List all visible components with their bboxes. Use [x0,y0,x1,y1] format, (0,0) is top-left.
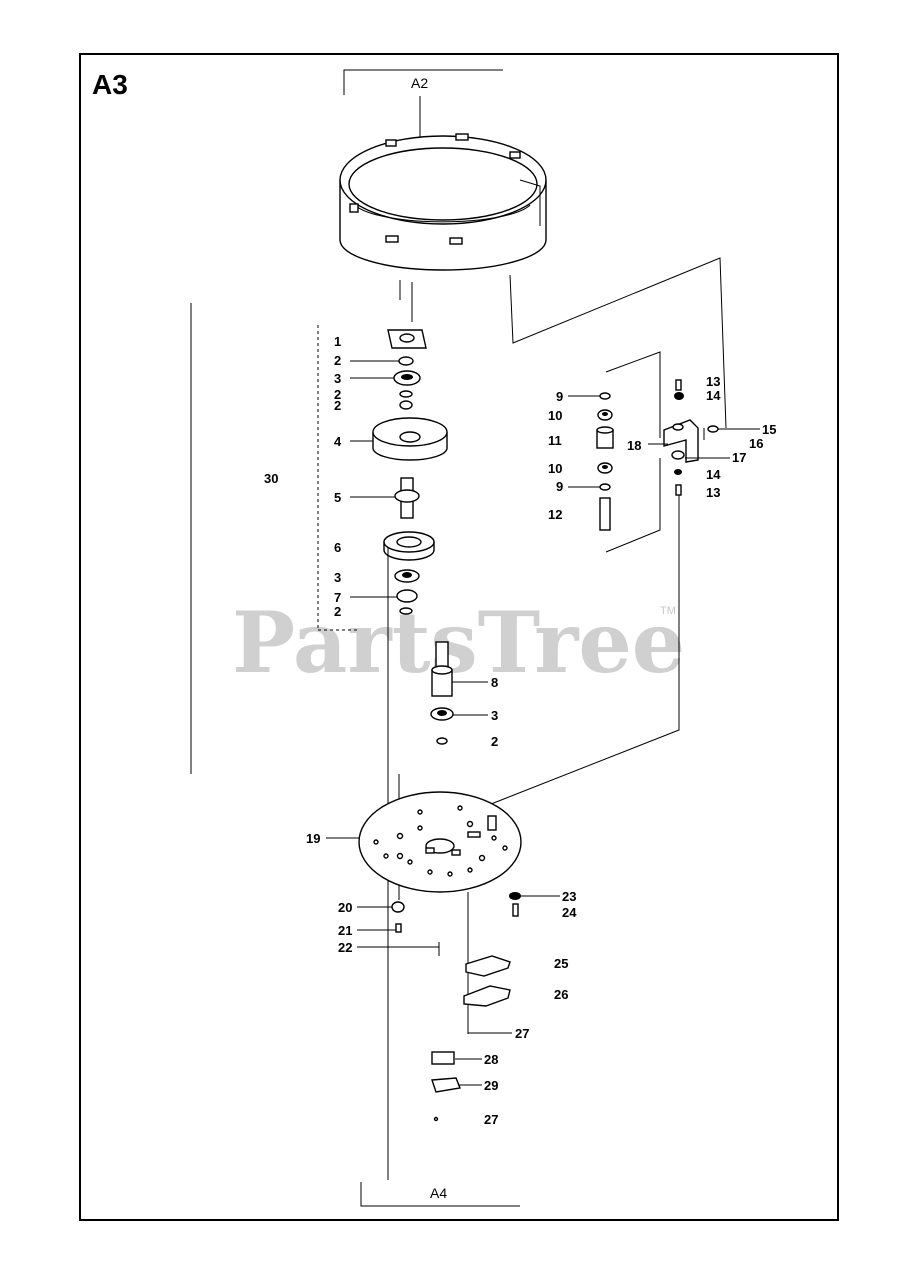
section-label: A3 [92,69,128,100]
callout-26[interactable]: 26 [554,987,568,1002]
bearing-part-10a [597,409,613,421]
callout-30[interactable]: 30 [264,471,278,486]
right-assembly-bracket [605,351,661,553]
screw-part-27b [433,1116,439,1122]
callout-27b[interactable]: 27 [484,1112,498,1127]
callout-11[interactable]: 11 [548,433,562,448]
callout-3a[interactable]: 3 [334,371,341,386]
ref-bracket-bottom [360,1182,520,1207]
ref-label-a2[interactable]: A2 [411,75,428,91]
callout-2c[interactable]: 2 [334,398,341,413]
blade-part-26 [463,985,511,1007]
callout-16[interactable]: 16 [749,436,763,451]
washer-part-15 [707,425,719,433]
callout-18[interactable]: 18 [627,438,641,453]
plate-part-19 [358,791,522,893]
callout-23[interactable]: 23 [562,889,576,904]
callout-14a[interactable]: 14 [706,388,721,403]
callout-21[interactable]: 21 [338,923,352,938]
washer-part-23 [509,892,521,900]
kit-dashed-bracket [317,325,360,631]
bearing-part-3b [394,569,420,583]
blade-part-25 [465,955,511,977]
link-line-drum [509,257,727,429]
housing-drum [339,133,547,322]
bushing-part-17 [671,450,685,460]
ring-part-2a [398,356,414,366]
tensioner-arm-part-18 [663,419,699,463]
diagram-frame [79,53,839,1221]
nut-part-14a [674,392,684,400]
callout-29[interactable]: 29 [484,1078,498,1093]
callout-1[interactable]: 1 [334,334,341,349]
ring-part-2b [399,390,413,398]
callout-2e[interactable]: 2 [491,734,498,749]
callout-27a[interactable]: 27 [515,1026,529,1041]
bolt-part-13b [675,484,682,496]
callout-7[interactable]: 7 [334,590,341,605]
callout-14b[interactable]: 14 [706,467,721,482]
pulley-part-4 [372,417,448,461]
ring-part-2d [399,607,413,615]
callout-13b[interactable]: 13 [706,485,720,500]
callout-8[interactable]: 8 [491,675,498,690]
hub-part-6 [383,531,435,561]
ref-label-a4[interactable]: A4 [430,1185,447,1201]
screw-part-24 [512,903,519,917]
shaft-part-5 [394,477,420,519]
ring-part-2e [436,737,448,745]
callout-3c[interactable]: 3 [491,708,498,723]
watermark-text: PartsTree [232,593,685,692]
knife-part-29 [431,1077,461,1093]
flange-part-1 [387,329,427,349]
knife-part-28 [431,1051,455,1065]
callout-15[interactable]: 15 [762,422,776,437]
callout-28[interactable]: 28 [484,1052,498,1067]
watermark-tm: TM [660,605,676,617]
callout-4[interactable]: 4 [334,434,342,449]
callout-10b[interactable]: 10 [548,461,562,476]
nut-part-14b [674,469,682,475]
callout-9a[interactable]: 9 [556,389,563,404]
callout-20[interactable]: 20 [338,900,352,915]
callout-5[interactable]: 5 [334,490,341,505]
link-line-plate [485,495,680,807]
bearing-part-10b [597,462,613,474]
ring-part-2c [399,400,413,410]
screw-part-21 [395,923,402,933]
clip-part-9b [599,483,611,491]
callout-2a[interactable]: 2 [334,353,341,368]
spacer-part-11 [596,426,614,449]
bearing-part-3a [393,370,421,386]
callout-2b[interactable]: 2 [334,387,341,402]
callout-9b[interactable]: 9 [556,479,563,494]
callout-6[interactable]: 6 [334,540,341,555]
callout-13a[interactable]: 13 [706,374,720,389]
callout-10a[interactable]: 10 [548,408,562,423]
callout-12[interactable]: 12 [548,507,562,522]
callout-17[interactable]: 17 [732,450,746,465]
bushing-part-20 [391,901,405,913]
leader-lines [326,360,760,1086]
bolt-part-13a [675,379,682,391]
callout-22[interactable]: 22 [338,940,352,955]
callout-3b[interactable]: 3 [334,570,341,585]
clip-part-9a [599,392,611,400]
callout-19[interactable]: 19 [306,831,320,846]
callout-25[interactable]: 25 [554,956,568,971]
bearing-part-3c [430,707,454,721]
oring-part-7 [396,589,418,603]
pin-part-12 [599,497,611,531]
spindle-part-8 [431,641,453,697]
callout-24[interactable]: 24 [562,905,577,920]
callout-2d[interactable]: 2 [334,604,341,619]
